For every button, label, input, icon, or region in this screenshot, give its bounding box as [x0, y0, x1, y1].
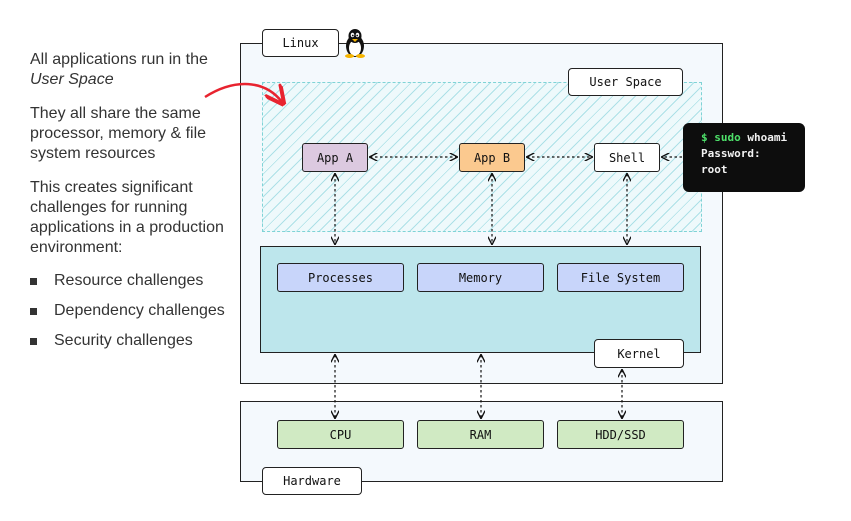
file-system-box: File System — [557, 263, 684, 292]
app-a-box: App A — [302, 143, 368, 172]
hdd-ssd-box: HDD/SSD — [557, 420, 684, 449]
bullet-square-icon — [30, 338, 37, 345]
hardware-label: Hardware — [262, 467, 362, 495]
list-item: Resource challenges — [30, 272, 225, 290]
list-item: Dependency challenges — [30, 302, 225, 320]
shell-box: Shell — [594, 143, 660, 172]
paragraph-user-space: All applications run in the User Space — [30, 51, 208, 88]
bullet-square-icon — [30, 278, 37, 285]
memory-box: Memory — [417, 263, 544, 292]
penguin-icon — [343, 28, 367, 58]
terminal-window: $ sudo whoami Password: root — [683, 123, 805, 192]
cpu-box: CPU — [277, 420, 404, 449]
terminal-line-output: root — [701, 163, 728, 176]
paragraph-challenges: This creates significant challenges for … — [30, 179, 224, 256]
bullet-square-icon — [30, 308, 37, 315]
list-item: Security challenges — [30, 332, 225, 350]
linux-label: Linux — [262, 29, 339, 57]
terminal-line-password: Password: — [701, 147, 761, 160]
terminal-line-command: $ sudo whoami — [701, 131, 788, 144]
ram-box: RAM — [417, 420, 544, 449]
app-b-box: App B — [459, 143, 525, 172]
paragraph-shared-resources: They all share the same processor, memor… — [30, 105, 207, 162]
kernel-label: Kernel — [594, 339, 684, 368]
user-space-emphasis: User Space — [30, 71, 114, 88]
user-space-label: User Space — [568, 68, 683, 96]
challenge-list: Resource challenges Dependency challenge… — [30, 272, 225, 350]
processes-box: Processes — [277, 263, 404, 292]
explanation-text: All applications run in the User Space T… — [30, 50, 225, 362]
annotation-arrow — [204, 82, 282, 102]
